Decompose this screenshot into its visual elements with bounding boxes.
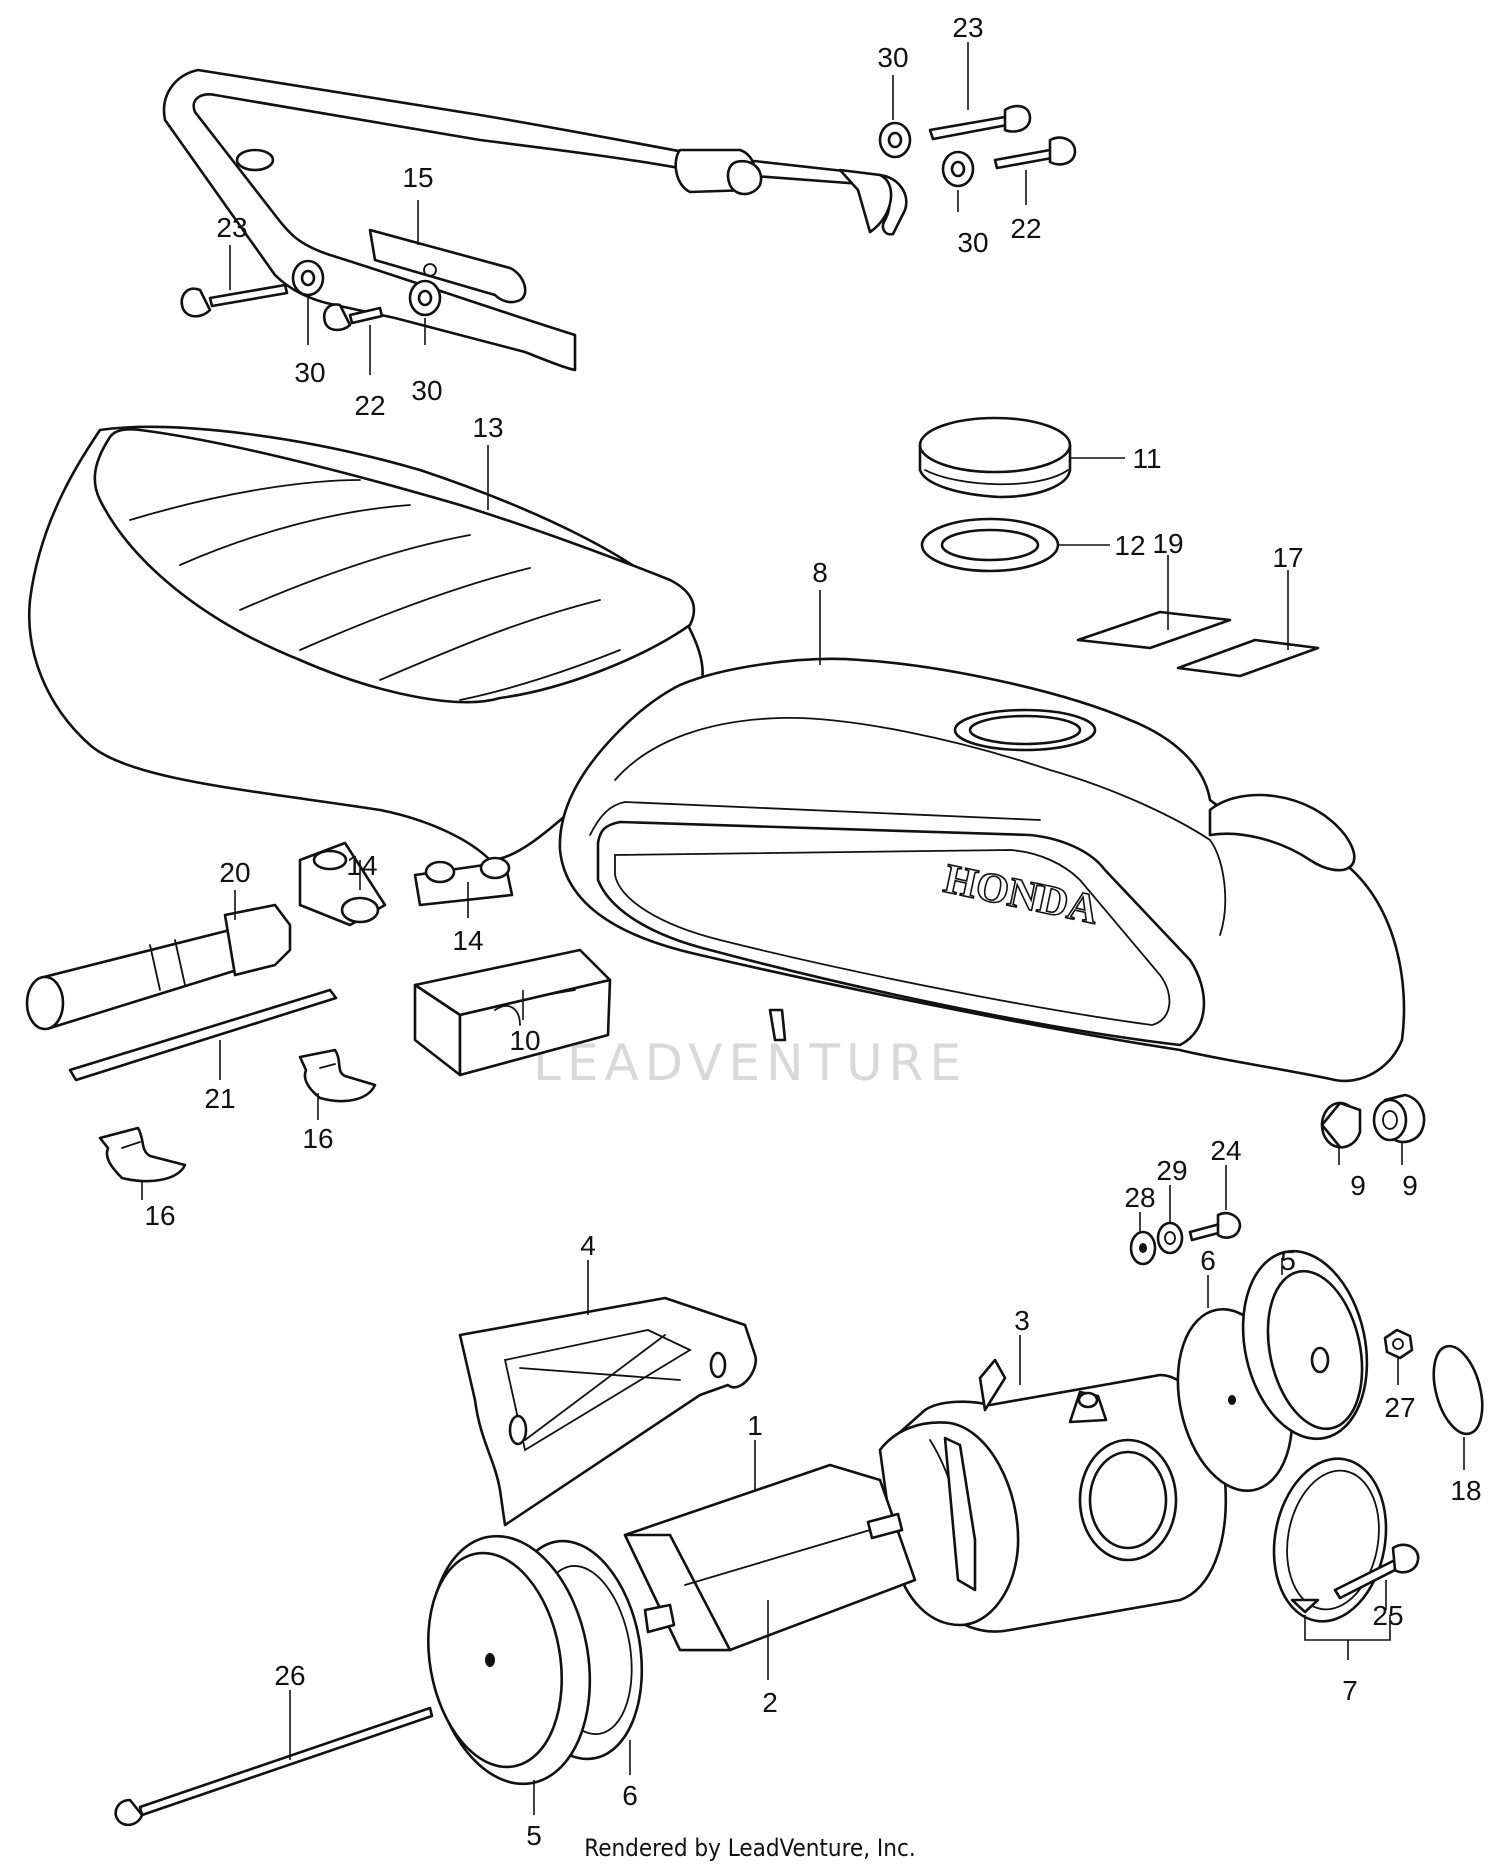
- end-cover-part-left: [426, 1534, 592, 1786]
- screw-part: [1333, 1543, 1420, 1600]
- rod-part: [68, 988, 338, 1082]
- callout-9: 9: [1350, 1170, 1366, 1201]
- callout-2: 2: [762, 1687, 778, 1718]
- emblem-pads-part: [1076, 610, 1320, 678]
- leader-lines: [141, 42, 1465, 1815]
- seat-part: [27, 425, 704, 862]
- callout-9: 9: [1402, 1170, 1418, 1201]
- callout-13: 13: [472, 412, 503, 443]
- bolt-set-28-29-24: [1129, 1211, 1242, 1266]
- callout-30: 30: [294, 357, 325, 388]
- grab-rail-part: [162, 68, 908, 372]
- tool-tray-part: [413, 948, 612, 1077]
- callout-11: 11: [1132, 443, 1161, 474]
- callout-5: 5: [526, 1820, 542, 1851]
- cap-gasket-part: [920, 517, 1060, 573]
- clip-part-b: [98, 1126, 187, 1183]
- callout-5: 5: [1280, 1245, 1296, 1276]
- rubber-part-a: [298, 841, 387, 927]
- grommet-part-right: [1372, 1093, 1426, 1144]
- callout-19: 19: [1152, 528, 1183, 559]
- callout-30: 30: [877, 42, 908, 73]
- svg-text:LEADVENTURE: LEADVENTURE: [533, 1034, 967, 1092]
- callout-6: 6: [1200, 1245, 1216, 1276]
- seal-gasket-part: [1432, 1344, 1484, 1436]
- callout-26: 26: [274, 1660, 305, 1691]
- bracket-part: [458, 1296, 758, 1527]
- end-cover-part-right: [1241, 1249, 1369, 1441]
- callout-4: 4: [580, 1230, 596, 1261]
- nut-part: [1383, 1328, 1414, 1360]
- callout-16: 16: [302, 1123, 333, 1154]
- rubber-part-b: [413, 856, 514, 907]
- callout-20: 20: [219, 857, 250, 888]
- callout-25: 25: [1372, 1600, 1403, 1631]
- filter-element-part: [623, 1463, 917, 1652]
- callout-14: 14: [346, 850, 377, 881]
- callout-12: 12: [1114, 530, 1145, 561]
- callout-22: 22: [1010, 213, 1041, 244]
- callout-23: 23: [216, 212, 247, 243]
- callout-29: 29: [1156, 1155, 1187, 1186]
- callout-18: 18: [1450, 1475, 1481, 1506]
- long-bolt-part: [114, 1706, 434, 1827]
- callout-30: 30: [957, 227, 988, 258]
- callout-15: 15: [402, 162, 433, 193]
- callout-22: 22: [354, 390, 385, 421]
- callout-3: 3: [1014, 1305, 1030, 1336]
- callout-labels: 30 23 30 22 15 23 30 22 30 13 11 12 19 1…: [144, 12, 1481, 1851]
- callout-7: 7: [1342, 1675, 1358, 1706]
- callout-30: 30: [411, 375, 442, 406]
- callout-21: 21: [204, 1083, 235, 1114]
- hardware-upper-right: [878, 104, 1077, 188]
- callout-8: 8: [812, 557, 828, 588]
- render-credit: Rendered by LeadVenture, Inc.: [584, 1834, 916, 1862]
- tool-tube-part: [25, 903, 292, 1031]
- callout-10: 10: [509, 1025, 540, 1056]
- callout-1: 1: [747, 1410, 763, 1441]
- fuel-tank-part: HONDA: [558, 657, 1406, 1083]
- callout-28: 28: [1124, 1182, 1155, 1213]
- callout-16: 16: [144, 1200, 175, 1231]
- callout-14: 14: [452, 925, 483, 956]
- callout-24: 24: [1210, 1135, 1241, 1166]
- callout-6: 6: [622, 1780, 638, 1811]
- clip-part-a: [298, 1048, 377, 1103]
- grommet-part-left: [1320, 1101, 1362, 1149]
- air-cleaner-case-part: [878, 1358, 1228, 1633]
- fuel-cap-part: [918, 416, 1072, 499]
- callout-23: 23: [952, 12, 983, 43]
- callout-17: 17: [1272, 542, 1303, 573]
- hardware-upper-left: [180, 259, 442, 332]
- callout-27: 27: [1384, 1392, 1415, 1423]
